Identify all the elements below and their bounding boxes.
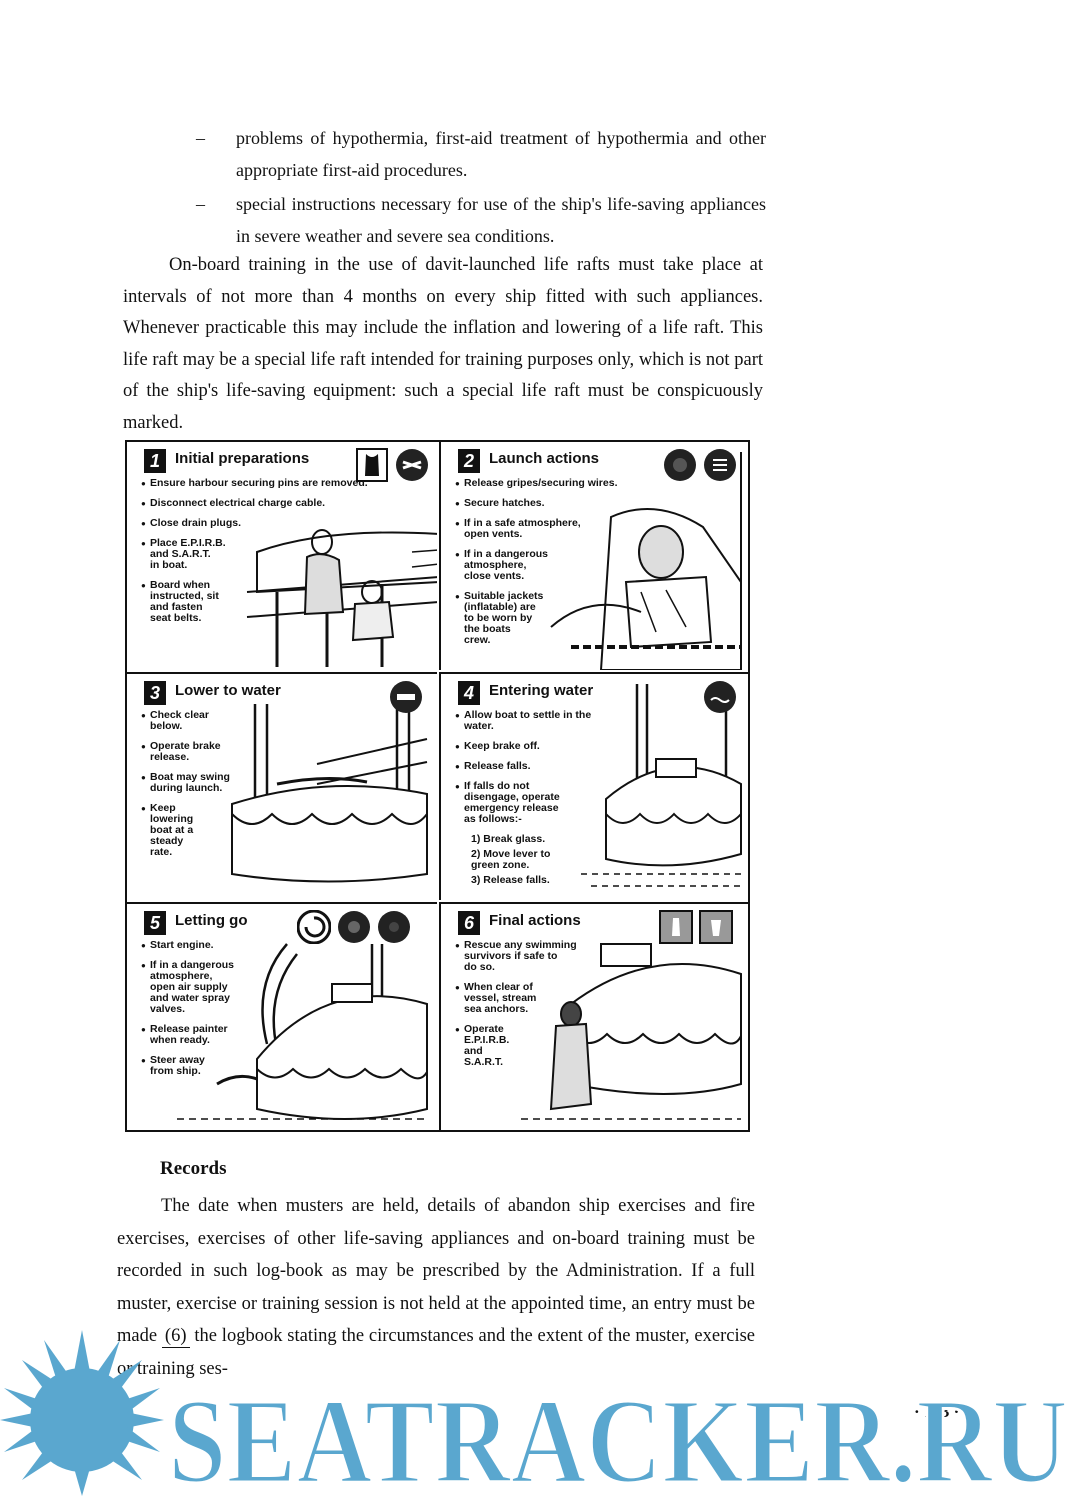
instruction-item: Start engine.: [141, 940, 234, 952]
instruction-subitem: 1) Break glass.: [471, 833, 546, 845]
panel-launch-actions: 2 Launch actions Release gripes/securing…: [439, 442, 749, 670]
panel-icons: [703, 680, 737, 714]
instruction-item: Operate E.P.I.R.B. and S.A.R.T.: [455, 1024, 577, 1068]
panel-letting-go: 5 Letting go Start engine. If in a dange…: [127, 902, 437, 1130]
panel-instructions: Check clear below. Operate brake release…: [141, 710, 230, 867]
panel-title: Final actions: [489, 912, 581, 929]
instruction-item: Boat may swing during launch.: [141, 772, 230, 794]
instruction-subitem: 2) Move lever to green zone.: [471, 848, 551, 871]
panel-title: Entering water: [489, 682, 594, 699]
instruction-item: If in a safe atmosphere, open vents.: [455, 518, 618, 540]
instruction-item: Operate brake release.: [141, 741, 230, 763]
water-entry-icon: [704, 681, 736, 713]
panel-title: Letting go: [175, 912, 248, 929]
panel-icons: [355, 448, 429, 482]
panel-initial-preparations: 1 Initial preparations Ensure harbour se…: [127, 442, 437, 670]
panel-instructions: Rescue any swimming survivors if safe to…: [455, 940, 577, 1077]
seat-belt-icon: [396, 449, 428, 481]
panel-lower-to-water: 3 Lower to water Check clear below. Oper…: [127, 672, 437, 900]
instruction-item: Allow boat to settle in the water.: [455, 710, 591, 732]
instruction-item: Disconnect electrical charge cable.: [141, 498, 368, 510]
instruction-item: If falls do not disengage, operate emerg…: [455, 781, 591, 825]
life-jacket-icon: [356, 448, 388, 482]
water-spray-icon: [378, 911, 410, 943]
instruction-item: Rescue any swimming survivors if safe to…: [455, 940, 577, 973]
instruction-item: Board when instructed, sit and fasten se…: [141, 580, 368, 624]
engine-start-icon: [297, 910, 331, 944]
instruction-item: Check clear below.: [141, 710, 230, 732]
panel-instructions: Ensure harbour securing pins are removed…: [141, 478, 368, 633]
panel-final-actions: 6 Final actions Rescue any swimming surv…: [439, 902, 749, 1130]
sun-logo-icon: [0, 1330, 164, 1496]
panel-title: Initial preparations: [175, 450, 310, 467]
instruction-item: Close drain plugs.: [141, 518, 368, 530]
panel-instructions: Allow boat to settle in the water. Keep …: [455, 710, 591, 890]
instruction-item: Release painter when ready.: [141, 1024, 234, 1046]
instruction-item: Release falls.: [455, 761, 591, 773]
instruction-item: When clear of vessel, stream sea anchors…: [455, 982, 577, 1015]
records-heading: Records: [160, 1158, 227, 1179]
instruction-item: Keep brake off.: [455, 741, 591, 753]
panel-icons: [389, 680, 423, 714]
epirb-icon: [659, 910, 693, 944]
bullet-item: –problems of hypothermia, first-aid trea…: [196, 128, 766, 180]
instruction-item: If in a dangerous atmosphere, close vent…: [455, 549, 618, 582]
answer-blank: (6): [161, 1325, 190, 1348]
brake-release-icon: [390, 681, 422, 713]
air-supply-icon: [338, 911, 370, 943]
lowering-boat-illustration: [231, 704, 428, 883]
panel-entering-water: 4 Entering water Allow boat to settle in…: [439, 672, 749, 900]
panel-icons: [297, 910, 411, 944]
instruction-item: Suitable jackets (inflatable) are to be …: [455, 591, 618, 646]
panel-title: Launch actions: [489, 450, 600, 467]
release-painter-illustration: [177, 943, 428, 1120]
instruction-item: Steer away from ship.: [141, 1055, 234, 1077]
instruction-subitem: 3) Release falls.: [471, 874, 550, 886]
boat-in-water-illustration: [581, 684, 742, 887]
panel-icons: [663, 448, 737, 482]
training-paragraph: On-board training in the use of davit-la…: [123, 255, 763, 433]
vent-icon: [704, 449, 736, 481]
page-number: · 133 ·: [914, 1402, 960, 1421]
instruction-item: Secure hatches.: [455, 498, 618, 510]
bullet-list: –problems of hypothermia, first-aid trea…: [196, 122, 766, 254]
instruction-item: Release gripes/securing wires.: [455, 478, 618, 490]
panel-instructions: Release gripes/securing wires. Secure ha…: [455, 478, 618, 655]
watermark: SEATRACKER.RU: [0, 1330, 1070, 1496]
records-paragraph: The date when musters are held, details …: [117, 1196, 755, 1379]
panel-instructions: Start engine. If in a dangerous atmosphe…: [141, 940, 234, 1086]
lifeboat-launch-figure: 1 Initial preparations Ensure harbour se…: [125, 440, 750, 1132]
instruction-item: Keep lowering boat at a steady rate.: [141, 803, 230, 858]
instruction-item: If in a dangerous atmosphere, open air s…: [141, 960, 234, 1015]
panel-title: Lower to water: [175, 682, 281, 699]
bullet-item: –special instructions necessary for use …: [196, 194, 766, 246]
instruction-item: Ensure harbour securing pins are removed…: [141, 478, 368, 490]
crew-hatch-illustration: [550, 452, 742, 670]
hatch-icon: [664, 449, 696, 481]
instruction-item: Place E.P.I.R.B. and S.A.R.T. in boat.: [141, 538, 368, 571]
sart-icon: [699, 910, 733, 944]
watermark-text: SEATRACKER.RU: [168, 1374, 1068, 1496]
panel-icons: [659, 910, 733, 944]
